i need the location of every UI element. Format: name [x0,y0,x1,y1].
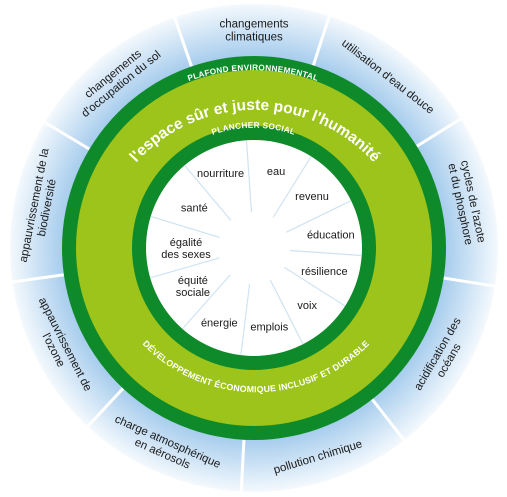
outer-ring-dividers [12,15,496,492]
outer-divider-line [443,276,496,288]
outer-divider-line [44,121,91,151]
social-foundation-label: santé [181,203,208,215]
social-foundation-label: éducation [307,230,355,242]
outer-divider-line [371,398,406,442]
inner-divider-line [184,164,232,221]
outer-divider-line [311,15,331,66]
inner-divider-line [150,257,220,279]
inner-divider-line [289,249,362,257]
outer-divider-line [12,273,65,284]
inner-divider-line [150,215,220,239]
social-foundation-label: énergie [201,317,238,329]
inner-divider-line [284,266,346,307]
inner-divider-line [286,200,352,233]
social-foundation-label: eau [267,166,285,178]
social-foundation-labels: eau revenu éducation résilience voix emplois é… [161,166,354,333]
inner-divider-line [269,279,304,345]
inner-divider-line [272,156,312,218]
outer-divider-line [416,117,462,148]
social-foundation-label: emplois [250,322,288,334]
social-foundation-label: nourriture [197,168,244,180]
outer-divider-line [86,387,125,428]
social-foundation-label: revenu [295,191,329,203]
inner-divider-line [245,140,253,213]
inner-divider-line [240,283,251,356]
outer-divider-line [173,16,193,67]
social-foundation-center [146,140,362,356]
social-foundation-label: résilience [301,266,347,278]
social-foundation-label: voix [297,300,317,312]
outer-divider-line [239,439,246,492]
social-foundation-dividers [150,140,362,356]
inner-divider-line [181,274,231,330]
